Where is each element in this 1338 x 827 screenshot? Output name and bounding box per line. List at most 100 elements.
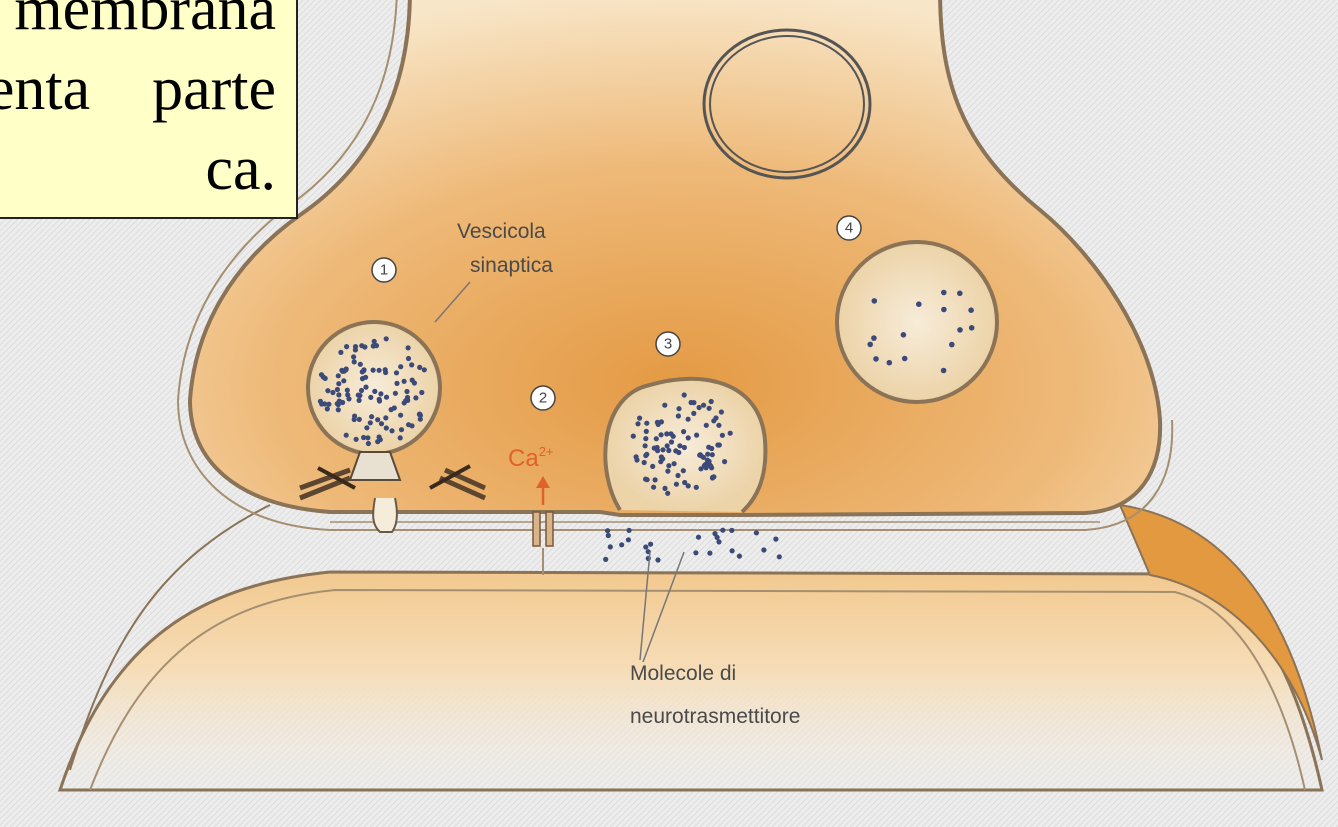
neurotransmitter-dot bbox=[671, 434, 676, 439]
neurotransmitter-dot bbox=[737, 554, 742, 559]
neurotransmitter-dot bbox=[694, 433, 699, 438]
neurotransmitter-dot bbox=[384, 336, 389, 341]
neurotransmitter-dot bbox=[709, 399, 714, 404]
neurotransmitter-dot bbox=[627, 528, 632, 533]
neurotransmitter-dot bbox=[659, 454, 664, 459]
neurotransmitter-dot bbox=[398, 435, 403, 440]
neurotransmitter-dot bbox=[422, 367, 427, 372]
vesicle-label-line1: Vescicola bbox=[457, 220, 546, 243]
neurotransmitter-dot bbox=[637, 416, 642, 421]
neurotransmitter-dot bbox=[325, 388, 330, 393]
neurotransmitter-dot bbox=[708, 464, 713, 469]
neurotransmitter-dot bbox=[682, 445, 687, 450]
neurotransmitter-dot bbox=[916, 301, 922, 307]
neurotransmitter-dot bbox=[379, 421, 384, 426]
neurotransmitter-dot bbox=[712, 531, 717, 536]
neurotransmitter-dot bbox=[626, 537, 631, 542]
neurotransmitter-dot bbox=[336, 392, 341, 397]
caption-box: membrana enta parte ca. bbox=[0, 0, 298, 219]
step-marker-2: 2 bbox=[531, 386, 555, 410]
neurotransmitter-dot bbox=[659, 432, 664, 437]
neurotransmitter-dot bbox=[619, 542, 624, 547]
neurotransmitter-dot bbox=[357, 398, 362, 403]
neurotransmitter-dot bbox=[672, 461, 677, 466]
neurotransmitter-dot bbox=[707, 551, 712, 556]
neurotransmitter-dot bbox=[949, 342, 955, 348]
neurotransmitter-dot bbox=[655, 448, 660, 453]
neurotransmitter-dot bbox=[662, 486, 667, 491]
neurotransmitter-dot bbox=[957, 327, 963, 333]
neurotransmitter-dot bbox=[716, 423, 721, 428]
step-marker-1: 1 bbox=[372, 258, 396, 282]
neurotransmitter-dot bbox=[720, 433, 725, 438]
neurotransmitter-dot bbox=[419, 390, 424, 395]
neurotransmitter-dot bbox=[352, 417, 357, 422]
neurotransmitter-dot bbox=[371, 368, 376, 373]
neurotransmitter-dot bbox=[704, 423, 709, 428]
neurotransmitter-dot bbox=[694, 485, 699, 490]
neurotransmitter-dot bbox=[389, 407, 394, 412]
neurotransmitter-dot bbox=[345, 392, 350, 397]
neurotransmitter-dot bbox=[357, 417, 362, 422]
neurotransmitter-dot bbox=[650, 464, 655, 469]
svg-text:4: 4 bbox=[845, 220, 853, 237]
svg-text:3: 3 bbox=[664, 336, 672, 353]
neurotransmitter-dot bbox=[372, 339, 377, 344]
caption-line-2: enta parte bbox=[0, 58, 276, 120]
neurotransmitter-dot bbox=[674, 482, 679, 487]
neurotransmitter-dot bbox=[713, 415, 718, 420]
neurotransmitter-dot bbox=[941, 290, 947, 296]
neurotransmitter-dot bbox=[336, 373, 341, 378]
neurotransmitter-dot bbox=[715, 442, 720, 447]
neurotransmitter-dot bbox=[644, 429, 649, 434]
neurotransmitter-dot bbox=[326, 402, 331, 407]
neurotransmitter-dot bbox=[398, 364, 403, 369]
neurotransmitter-dot bbox=[377, 397, 382, 402]
neurotransmitter-dot bbox=[665, 469, 670, 474]
svg-text:2: 2 bbox=[539, 390, 547, 407]
neurotransmitter-dot bbox=[413, 395, 418, 400]
step-marker-4: 4 bbox=[837, 216, 861, 240]
neurotransmitter-dot bbox=[417, 365, 422, 370]
neurotransmitter-dot bbox=[393, 391, 398, 396]
neurotransmitter-dot bbox=[710, 475, 715, 480]
neurotransmitter-dot bbox=[698, 452, 703, 457]
neurotransmitter-dot bbox=[384, 425, 389, 430]
neurotransmitter-dot bbox=[887, 360, 893, 366]
neurotransmitter-dot bbox=[406, 345, 411, 350]
neurotransmitter-dot bbox=[666, 448, 671, 453]
neurotransmitter-dot bbox=[375, 417, 380, 422]
neurotransmitter-dot bbox=[664, 431, 669, 436]
neurotransmitter-dot bbox=[363, 385, 368, 390]
neurotransmitter-dot bbox=[689, 400, 694, 405]
neurotransmitter-dot bbox=[341, 378, 346, 383]
neurotransmitter-dot bbox=[676, 406, 681, 411]
neurotransmitter-dot bbox=[631, 434, 636, 439]
neurotransmitter-dot bbox=[378, 391, 383, 396]
neurotransmitter-dot bbox=[872, 298, 878, 304]
neurotransmitter-dot bbox=[654, 436, 659, 441]
neurotransmitter-dot bbox=[358, 362, 363, 367]
neurotransmitter-dot bbox=[698, 466, 703, 471]
vesicle-label-line2: sinaptica bbox=[470, 254, 553, 277]
neurotransmitter-dot bbox=[686, 417, 691, 422]
neurotransmitter-dot bbox=[719, 409, 724, 414]
neurotransmitter-dot bbox=[655, 420, 660, 425]
neurotransmitter-dot bbox=[867, 342, 873, 348]
neurotransmitter-dot bbox=[338, 350, 343, 355]
neurotransmitter-dot bbox=[957, 291, 963, 297]
neurotransmitter-dot bbox=[754, 530, 759, 535]
neurotransmitter-dot bbox=[406, 356, 411, 361]
neurotransmitter-dot bbox=[693, 550, 698, 555]
neurotransmitter-dot bbox=[648, 542, 653, 547]
neurotransmitter-dot bbox=[675, 473, 680, 478]
neurotransmitter-dot bbox=[351, 354, 356, 359]
neurotransmitter-dot bbox=[643, 436, 648, 441]
neurotransmitter-dot bbox=[344, 344, 349, 349]
neurotransmitter-dot bbox=[643, 443, 648, 448]
neurotransmitter-dot bbox=[676, 413, 681, 418]
neurotransmitter-dot bbox=[645, 477, 650, 482]
neurotransmitter-dot bbox=[701, 403, 706, 408]
neurotransmitter-dot bbox=[344, 433, 349, 438]
molecules-label-line1: Molecole di bbox=[630, 662, 736, 685]
